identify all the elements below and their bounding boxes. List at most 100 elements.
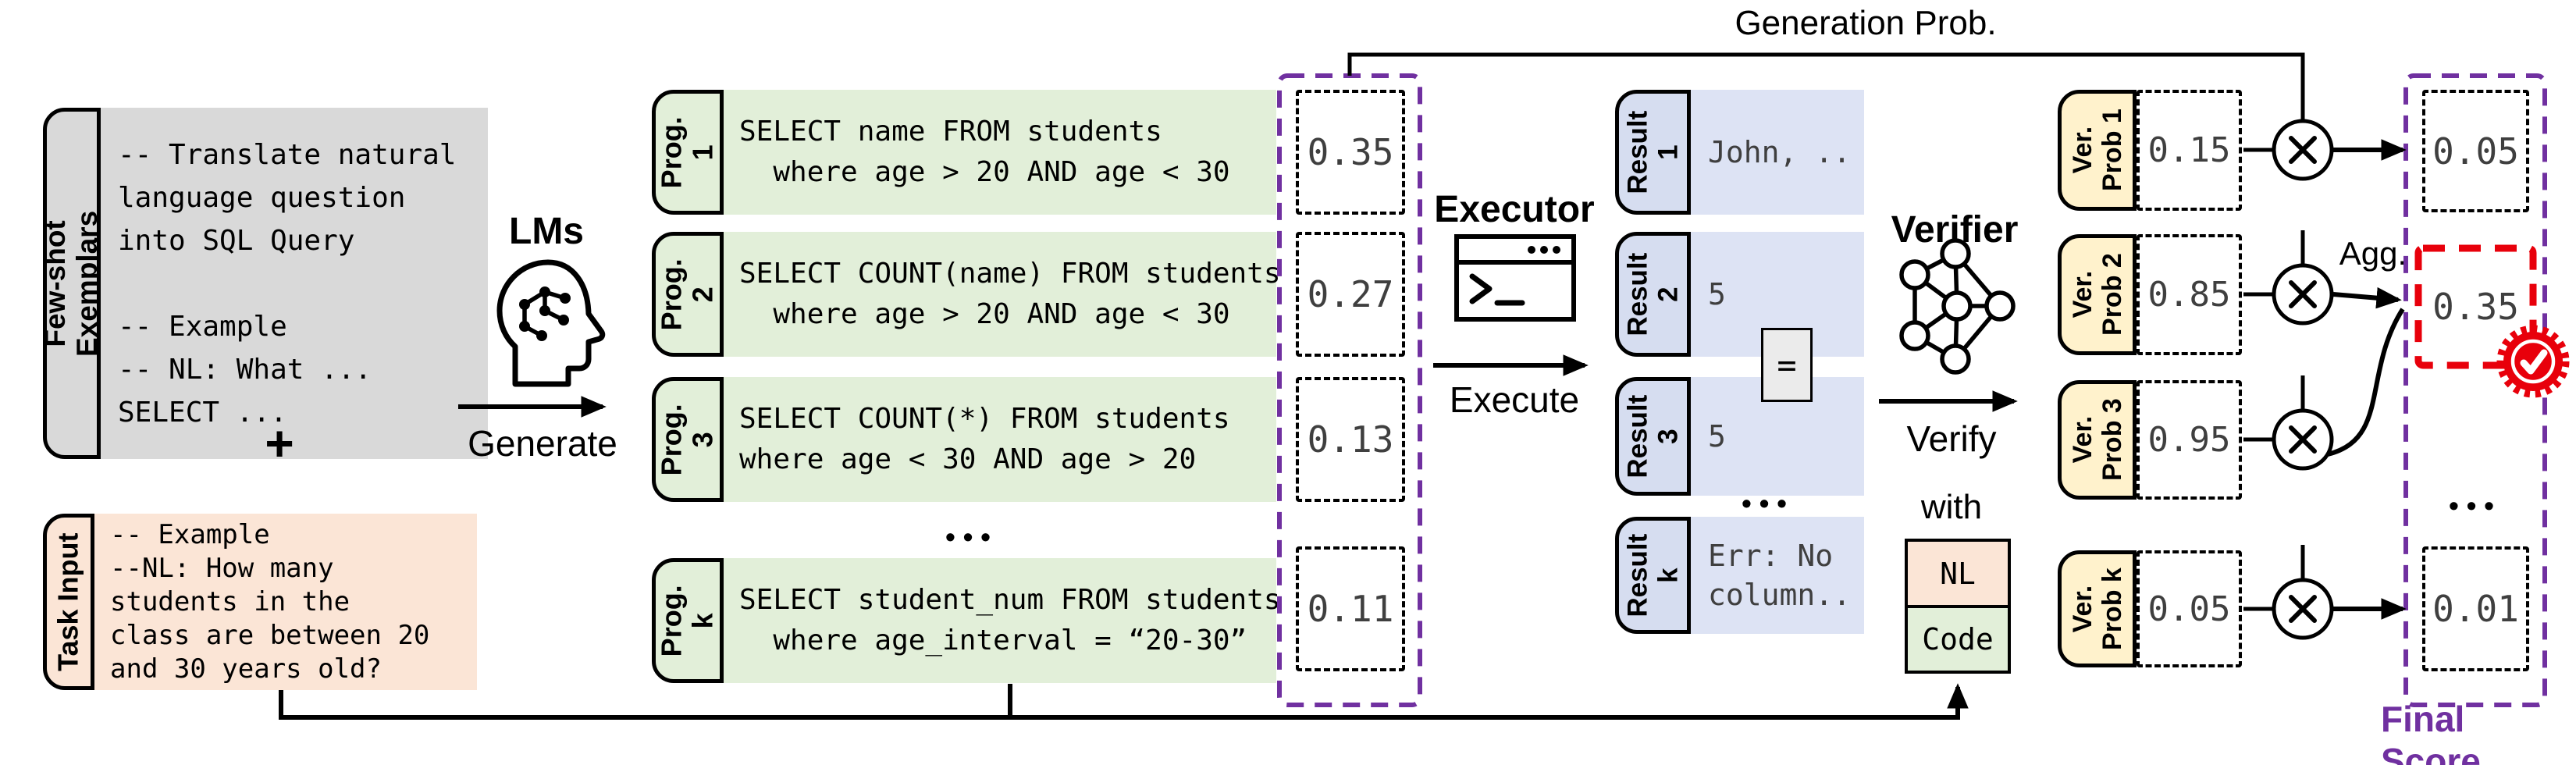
plus-sign: + — [265, 415, 294, 471]
executor-label: Executor — [1434, 188, 1595, 230]
result-line: 5 — [1708, 419, 1726, 454]
ver-tab-num: Prob 3 — [2097, 398, 2127, 482]
ver-prob-value-1: 0.15 — [2147, 130, 2231, 170]
result-tab-label: Result — [1622, 533, 1653, 617]
with-label: with — [1920, 488, 1983, 526]
prog-ellipsis: ••• — [945, 521, 998, 553]
code-line: SELECT COUNT(*) FROM students — [739, 403, 1230, 435]
terminal-icon — [1454, 234, 1576, 322]
ver-prob-box-k: 0.05 — [2137, 550, 2242, 667]
generation-prob-label: Generation Prob. — [1735, 4, 1997, 42]
result-tab-num: k — [1653, 568, 1684, 583]
code-box: Code — [1905, 605, 2011, 674]
prog-tab-label: Prog. — [655, 258, 688, 331]
ver-prob-box-2: 0.85 — [2137, 234, 2242, 355]
code-line: where age < 30 AND age > 20 — [739, 443, 1197, 475]
ver-prob-value-3: 0.95 — [2147, 420, 2231, 460]
execute-label: Execute — [1449, 379, 1580, 420]
few-shot-line: -- Translate natural — [118, 138, 457, 171]
agg-curve-3 — [2327, 308, 2405, 457]
gen-prob-value-1: 0.35 — [1307, 131, 1394, 173]
agg-label: Agg. — [2339, 235, 2407, 272]
code-line: where age_interval = “20-30” — [739, 624, 1247, 656]
prog-tab-num: 2 — [687, 286, 720, 303]
result-tab-num: 3 — [1653, 429, 1684, 444]
few-shot-line: into SQL Query — [118, 224, 355, 257]
equals-box: = — [1761, 328, 1813, 402]
result-3-tab: Result 3 — [1615, 377, 1691, 496]
code-line: where age > 20 AND age < 30 — [739, 298, 1230, 330]
prog-k-tab: Prog. k — [652, 558, 724, 683]
multiply-out-agg — [2332, 286, 2402, 309]
code-line: SELECT name FROM students — [739, 116, 1162, 148]
nl-box: NL — [1905, 539, 2011, 608]
few-shot-tab-line2: Exemplars — [72, 210, 105, 357]
prog-tab-num: 3 — [687, 431, 720, 448]
final-score-label: Final Score — [2381, 699, 2481, 765]
task-input-line: and 30 years old? — [110, 653, 382, 685]
result-ellipsis: ••• — [1742, 487, 1795, 519]
final-score-value-k: 0.01 — [2432, 588, 2519, 630]
ver-tab-num: Prob 2 — [2097, 253, 2127, 336]
few-shot-line: -- NL: What ... — [118, 353, 372, 386]
input-to-code-line — [279, 683, 1969, 720]
code-line: where age > 20 AND age < 30 — [739, 156, 1230, 188]
final-score-box-1: 0.05 — [2422, 90, 2529, 212]
task-input-line: students in the — [110, 585, 350, 617]
final-score-value-1: 0.05 — [2432, 130, 2519, 173]
final-score-value-agg: 0.35 — [2432, 286, 2519, 328]
ver-tab-num: Prob 1 — [2097, 109, 2127, 192]
code-line: SELECT COUNT(name) FROM students — [739, 258, 1281, 290]
task-input-line: -- Example — [110, 518, 270, 550]
gen-prob-box-k: 0.11 — [1296, 546, 1405, 671]
gen-prob-box-3: 0.13 — [1296, 377, 1405, 502]
ver-prob-k-tab: Ver. Prob k — [2058, 550, 2137, 667]
few-shot-line: -- Example — [118, 310, 287, 343]
prog-k-code: SELECT student_num FROM students where a… — [724, 558, 1281, 683]
task-input-tab: Task Input — [43, 514, 94, 690]
ver-tab-num: Prob k — [2097, 568, 2127, 650]
lm-head-icon — [496, 259, 606, 387]
ver-prob-box-1: 0.15 — [2137, 90, 2242, 211]
result-tab-num: 1 — [1653, 144, 1684, 160]
few-shot-line: SELECT ... — [118, 396, 287, 429]
few-shot-blank-line — [118, 262, 488, 305]
prog-1-code: SELECT name FROM students where age > 20… — [724, 90, 1276, 215]
task-input-text: -- Example --NL: How many students in th… — [94, 514, 477, 690]
few-shot-exemplars-tab: Few-shot Exemplars — [39, 108, 105, 459]
task-input-line: class are between 20 — [110, 619, 430, 651]
result-k-value: Err: No column.. — [1691, 517, 1864, 634]
prog-tab-label: Prog. — [655, 584, 688, 657]
generate-label: Generate — [468, 423, 617, 464]
multiply-node-k — [2272, 578, 2334, 640]
ver-prob-3-tab: Ver. Prob 3 — [2058, 380, 2137, 500]
gen-prob-box-2: 0.27 — [1296, 232, 1405, 357]
ver-prob-1-tab: Ver. Prob 1 — [2058, 90, 2137, 211]
code-line: SELECT student_num FROM students — [739, 584, 1281, 616]
result-line: 5 — [1708, 277, 1726, 311]
gen-prob-value-2: 0.27 — [1307, 273, 1394, 315]
lms-label: LMs — [509, 210, 584, 252]
result-1-tab: Result 1 — [1615, 90, 1691, 215]
few-shot-tab-line1: Few-shot — [39, 219, 72, 347]
final-score-box-agg: 0.35 — [2418, 248, 2533, 365]
prog-2-code: SELECT COUNT(name) FROM students where a… — [724, 232, 1281, 357]
ver-tab-label: Ver. — [2067, 271, 2097, 318]
gen-prob-value-k: 0.11 — [1307, 588, 1394, 630]
task-input-line: --NL: How many — [110, 552, 334, 584]
verify-label: Verify — [1906, 418, 1997, 459]
result-line: Err: No — [1708, 539, 1834, 573]
final-score-box-k: 0.01 — [2422, 546, 2529, 671]
result-1-value: John, .. — [1691, 90, 1864, 215]
result-tab-label: Result — [1622, 252, 1653, 336]
prog-2-tab: Prog. 2 — [652, 232, 724, 357]
ver-prob-2-tab: Ver. Prob 2 — [2058, 234, 2137, 355]
multiply-node-3 — [2272, 408, 2334, 471]
result-2-tab: Result 2 — [1615, 232, 1691, 357]
prog-tab-num: 1 — [687, 144, 720, 161]
result-line: John, .. — [1708, 135, 1852, 169]
ver-tab-label: Ver. — [2067, 416, 2097, 464]
ver-prob-value-k: 0.05 — [2147, 589, 2231, 629]
task-input-tab-label: Task Input — [52, 532, 84, 671]
